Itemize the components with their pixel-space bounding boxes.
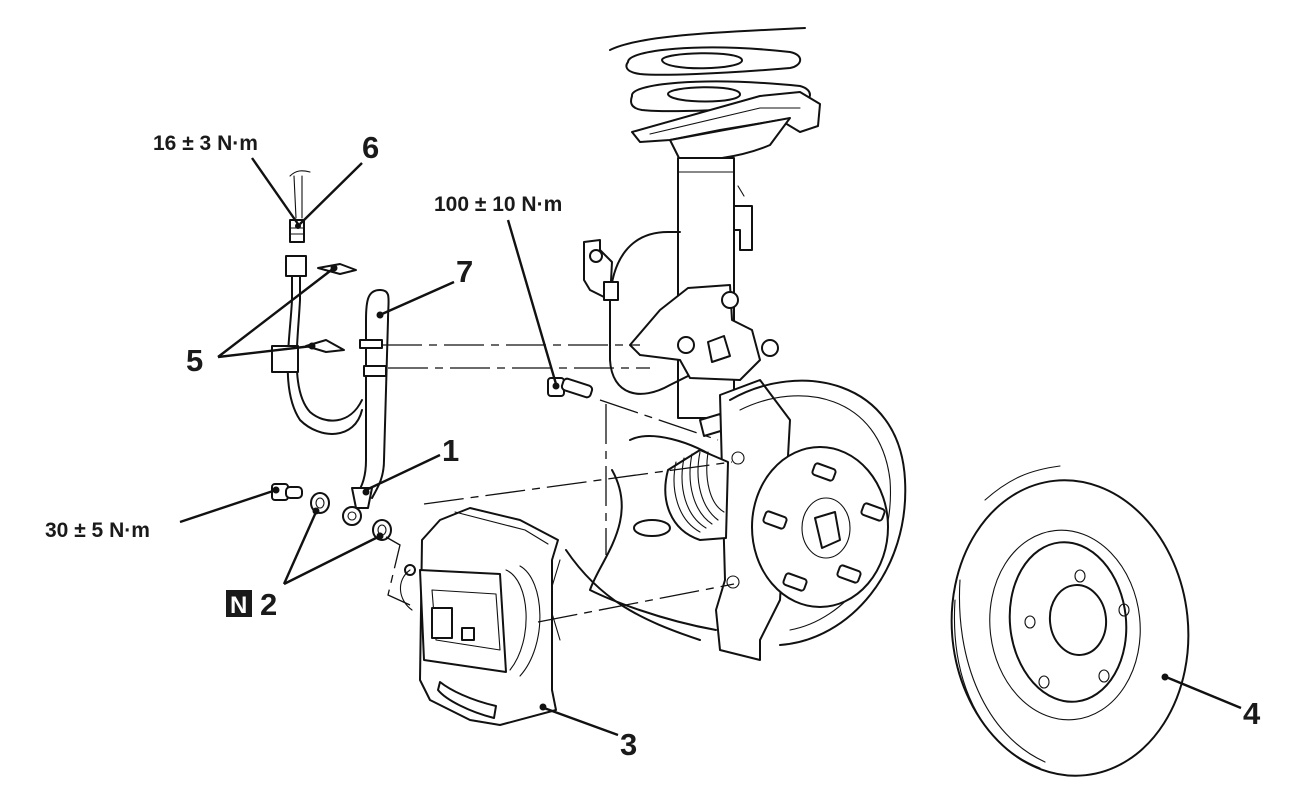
badge-n: N [230, 592, 247, 619]
spring-seat [631, 91, 821, 143]
brake-pipe-flare-nut [289, 170, 311, 243]
wheel-hub [729, 379, 907, 646]
leader-lines [179, 157, 1242, 737]
steering-knuckle [583, 231, 791, 661]
brake-hose [271, 255, 390, 526]
callout-3: 3 [620, 727, 637, 762]
callout-5: 5 [186, 343, 203, 378]
torque-label-union-bolt: 30 ± 5 N·m [45, 519, 150, 542]
callout-7: 7 [456, 254, 473, 289]
hose-clips [305, 263, 357, 353]
alignment-lines [382, 344, 735, 623]
abs-sensor-wire [609, 231, 681, 301]
brake-caliper [399, 507, 559, 726]
brake-disc [950, 465, 1190, 777]
coil-spring [609, 27, 811, 113]
torque-label-flare-nut: 16 ± 3 N·m [153, 132, 258, 155]
caliper-mounting-bolt [547, 377, 594, 399]
callout-4: 4 [1243, 696, 1261, 731]
dust-shield [729, 379, 907, 646]
wheel-studs [762, 462, 886, 592]
callout-1: 1 [442, 433, 459, 468]
callout-2: 2 [260, 587, 277, 622]
torque-label-caliper-bolt: 100 ± 10 N·m [434, 193, 562, 216]
non-reusable-badge: N [226, 590, 252, 619]
callout-6: 6 [362, 130, 379, 165]
disc-stud-holes [1024, 569, 1130, 689]
